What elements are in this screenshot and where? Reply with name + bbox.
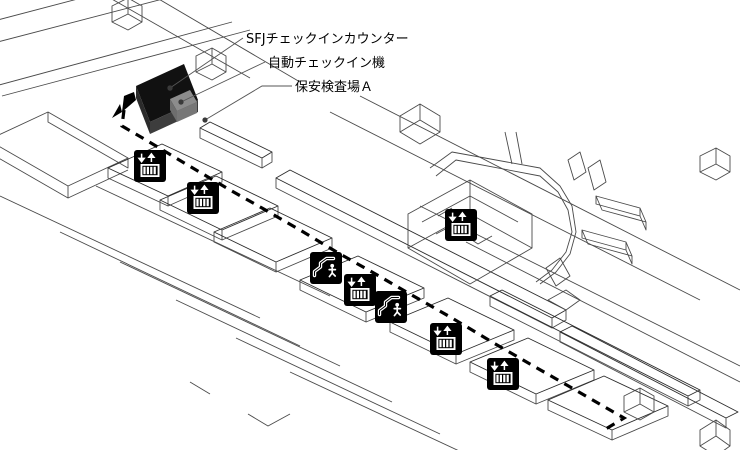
- leader-security-a: [204, 85, 292, 121]
- elevator-icon[interactable]: [486, 357, 520, 391]
- escalator-icon[interactable]: [373, 289, 409, 325]
- callout-security-a: 保安検査場Ａ: [295, 80, 374, 95]
- walking-route: [112, 92, 628, 432]
- callout-leader-lines: [169, 37, 292, 121]
- callout-leader-dots: [167, 85, 208, 123]
- callout-checkin-counter: SFJチェックインカウンター: [246, 32, 409, 47]
- elevator-icon[interactable]: [444, 208, 478, 242]
- escalator-icon[interactable]: [308, 250, 344, 286]
- callout-self-checkin: 自動チェックイン機: [268, 56, 386, 71]
- elevator-icon[interactable]: [429, 322, 463, 356]
- leader-self-checkin: [180, 61, 266, 103]
- elevator-icon[interactable]: [133, 149, 167, 183]
- elevator-icon[interactable]: [186, 181, 220, 215]
- sfj-checkin-counter: [136, 64, 198, 134]
- elevator-icon[interactable]: [343, 273, 377, 307]
- leader-checkin-counter: [169, 37, 244, 89]
- facility-icons: [133, 149, 520, 391]
